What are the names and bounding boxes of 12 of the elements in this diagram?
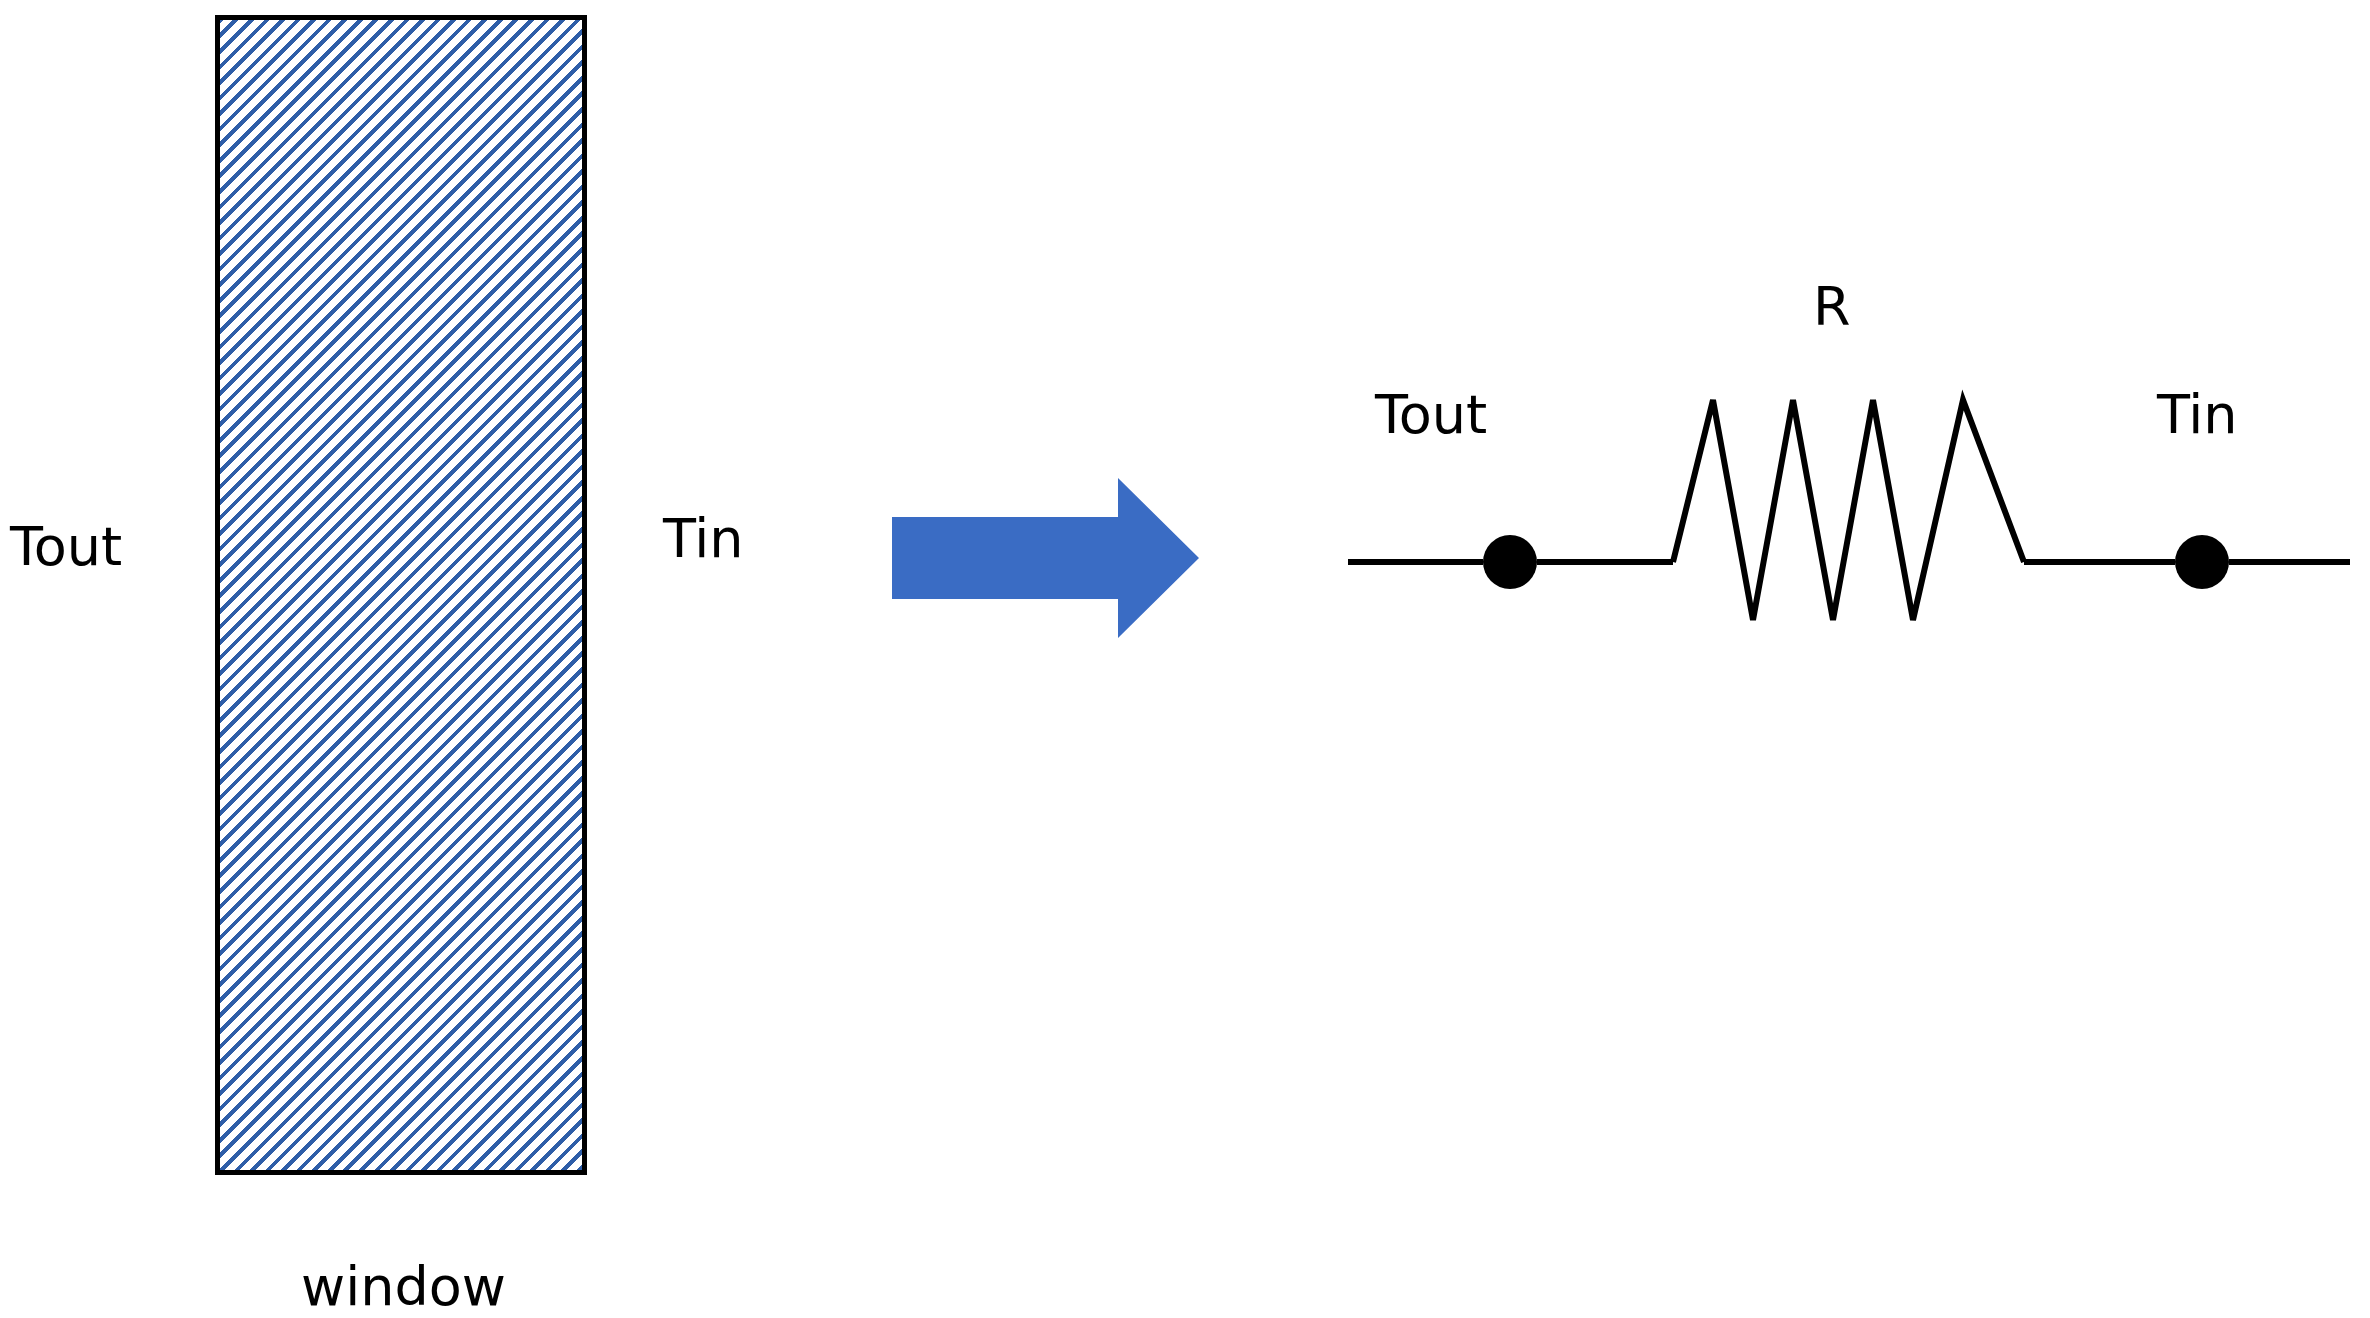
wire [1537, 559, 1673, 565]
temperature-label: Tin [663, 512, 744, 566]
terminal-dot [2175, 535, 2229, 589]
resistor-label: R [1813, 280, 1851, 334]
wire [1348, 559, 1483, 565]
terminal-dot [1483, 535, 1537, 589]
temperature-label: Tout [10, 520, 123, 574]
wire [2024, 559, 2175, 565]
wire [2229, 559, 2350, 565]
terminal-label: Tin [2157, 388, 2238, 442]
window-label: window [301, 1260, 506, 1314]
terminal-label: Tout [1375, 388, 1488, 442]
